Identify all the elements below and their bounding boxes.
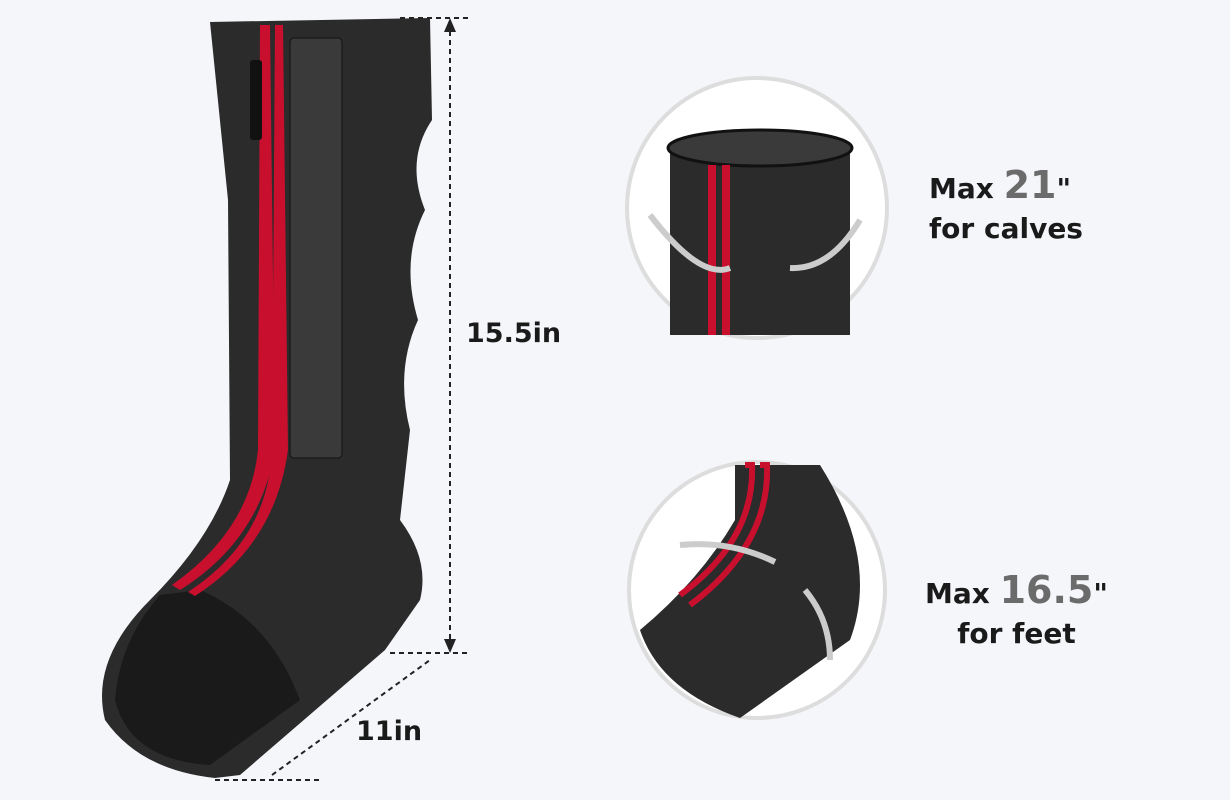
calf-spec: Max 21" for calves <box>929 165 1083 249</box>
calf-spec-prefix: Max <box>929 172 1004 205</box>
calf-spec-unit: " <box>1056 172 1072 205</box>
dimension-lines <box>215 17 470 781</box>
foot-detail-circle <box>627 460 887 720</box>
foot-spec: Max 16.5" for feet <box>925 570 1108 654</box>
foot-spec-prefix: Max <box>925 577 1000 610</box>
width-dimension-label: 11in <box>356 716 423 747</box>
foot-spec-value: 16.5 <box>999 568 1094 612</box>
height-dimension-label: 15.5in <box>466 318 562 349</box>
calf-detail-circle <box>625 76 889 340</box>
foot-spec-unit: " <box>1093 577 1108 610</box>
calf-spec-value: 21 <box>1003 163 1057 207</box>
foot-spec-label: for feet <box>957 617 1076 650</box>
leg-sleeve-image <box>102 18 432 778</box>
calf-spec-label: for calves <box>929 212 1083 245</box>
